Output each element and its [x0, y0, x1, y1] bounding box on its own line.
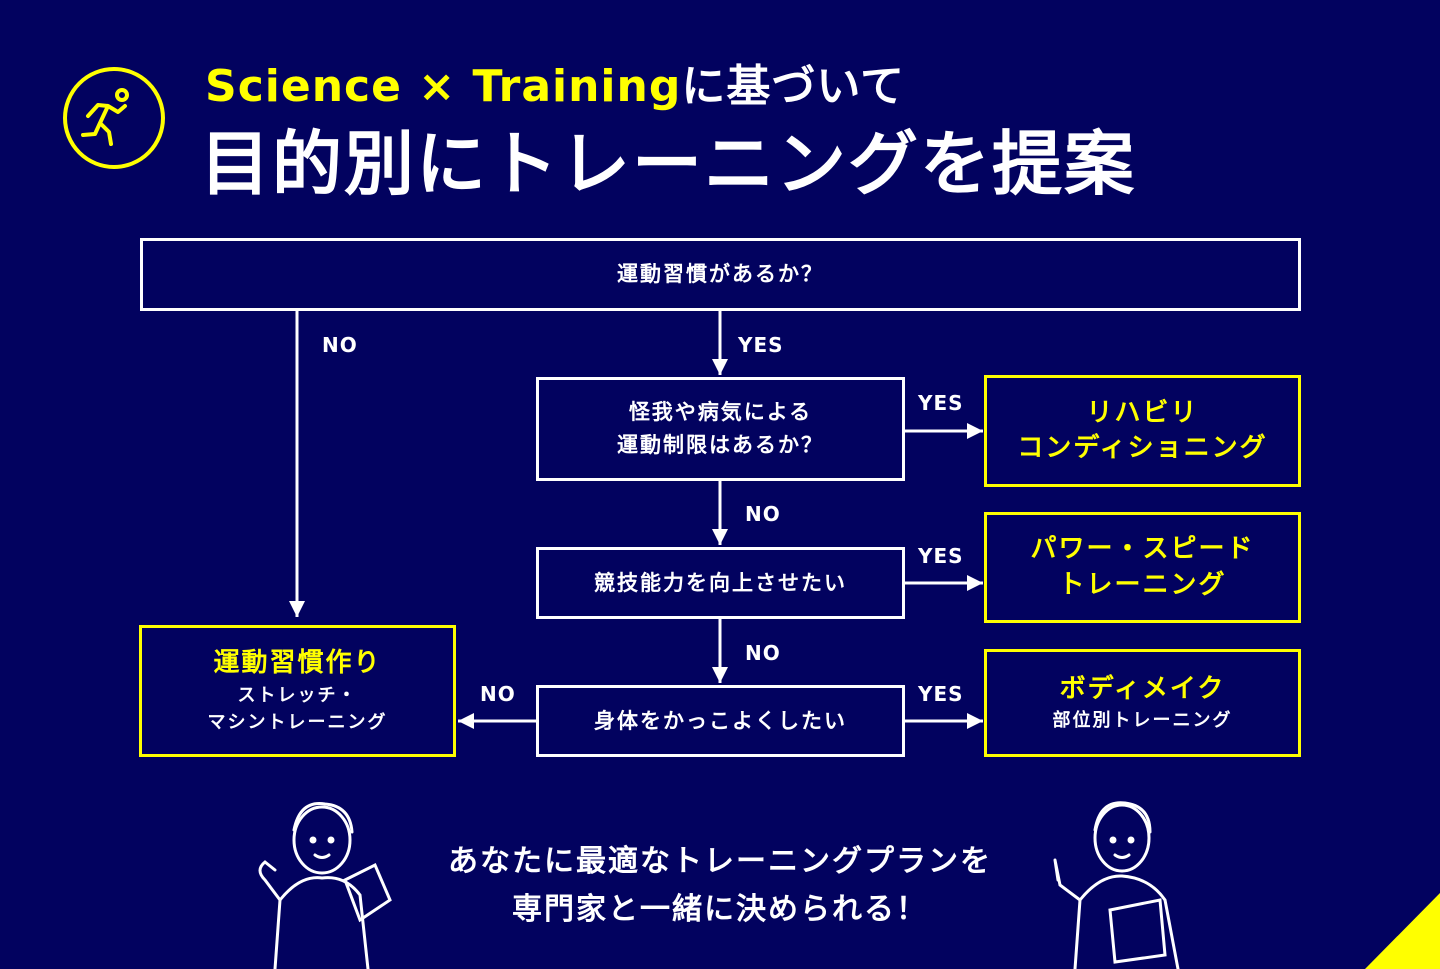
- label-no-q1: NO: [322, 333, 358, 357]
- habit-sub1: ストレッチ・: [237, 684, 358, 706]
- label-no-q3: NO: [745, 641, 781, 665]
- footer-message: あなたに最適なトレーニングプランを専門家と一緒に決められる！: [0, 838, 1440, 934]
- result-body-make: ボディメイク部位別トレーニング: [984, 649, 1301, 757]
- corner-accent: [1365, 893, 1440, 969]
- question-exercise-habit: 運動習慣があるか？: [140, 238, 1301, 311]
- label-yes-q1: YES: [738, 333, 784, 357]
- label-no-q4: NO: [480, 682, 516, 706]
- result-power-speed: パワー・スピードトレーニング: [984, 512, 1301, 623]
- subtitle-en: Science × Training: [205, 61, 682, 112]
- q1-text: 運動習慣があるか？: [617, 262, 824, 287]
- q2-line1: 怪我や病気による: [628, 400, 813, 425]
- question-body: 身体をかっこよくしたい: [536, 685, 905, 757]
- question-athletic: 競技能力を向上させたい: [536, 547, 905, 619]
- footer-line2: 専門家と一緒に決められる！: [512, 892, 928, 927]
- habit-title: 運動習慣作り: [213, 648, 382, 679]
- trainer-with-clipboard-illustration: [1053, 801, 1180, 969]
- label-yes-q2: YES: [918, 391, 964, 415]
- result-rehab: リハビリコンディショニング: [984, 375, 1301, 487]
- footer-line1: あなたに最適なトレーニングプランを: [448, 844, 992, 879]
- label-yes-q3: YES: [918, 544, 964, 568]
- power-line1: パワー・スピード: [1030, 534, 1255, 565]
- q3-text: 競技能力を向上させたい: [594, 570, 847, 595]
- label-yes-q4: YES: [918, 682, 964, 706]
- rehab-line1: リハビリ: [1086, 397, 1199, 428]
- person-with-book-illustration: [258, 802, 392, 969]
- q2-line2: 運動制限はあるか？: [617, 433, 824, 457]
- header-subtitle: Science × Trainingに基づいて: [205, 50, 905, 114]
- question-injury-limit: 怪我や病気による運動制限はあるか？: [536, 377, 905, 481]
- subtitle-jp: に基づいて: [681, 61, 906, 112]
- power-line2: トレーニング: [1058, 569, 1227, 600]
- habit-sub2: マシントレーニング: [207, 711, 388, 733]
- page-title: 目的別にトレーニングを提案: [200, 123, 1136, 205]
- label-no-q2: NO: [745, 502, 781, 526]
- body-sub: 部位別トレーニング: [1052, 710, 1233, 732]
- rehab-line2: コンディショニング: [1017, 433, 1268, 463]
- q4-text: 身体をかっこよくしたい: [594, 708, 847, 733]
- running-person-icon: [63, 67, 165, 169]
- result-exercise-habit: 運動習慣作りストレッチ・マシントレーニング: [139, 625, 456, 757]
- body-title: ボディメイク: [1059, 673, 1226, 704]
